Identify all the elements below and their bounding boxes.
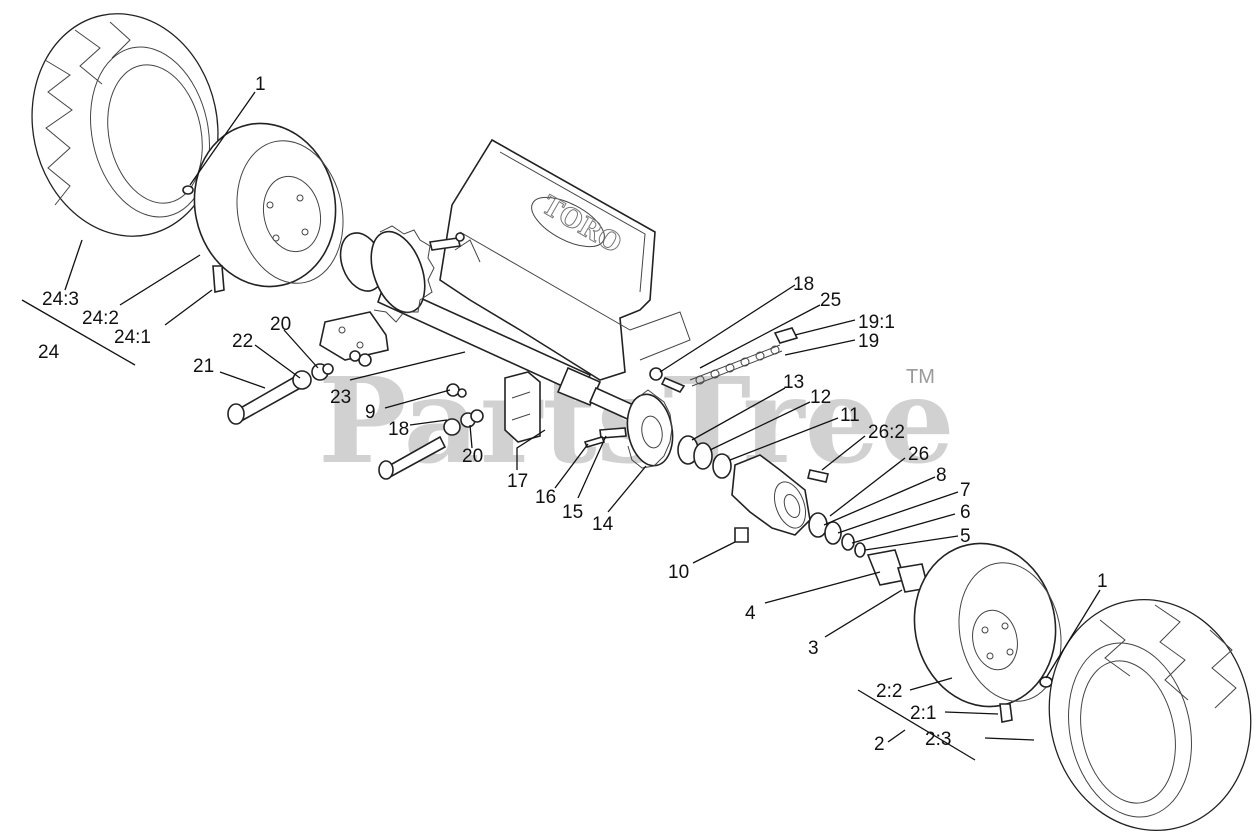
callout-2-3: 2:3: [925, 729, 951, 750]
link-19-1: [773, 327, 799, 344]
bolt-lower-head: [378, 460, 394, 480]
sprocket: [626, 389, 674, 469]
wheel-hub: [731, 454, 811, 536]
middle-bracket: [504, 371, 541, 443]
callout-22: 22: [232, 331, 253, 352]
left-nut: [358, 353, 372, 367]
callout-12: 12: [810, 387, 831, 408]
washer-18-right: [649, 367, 663, 381]
left-lug-bolt: [212, 265, 225, 293]
washer-20-inner: [322, 363, 334, 375]
bearing-12: [693, 442, 713, 470]
callout-9: 9: [365, 402, 376, 423]
callout-20-top: 20: [270, 314, 291, 335]
callout-16: 16: [535, 487, 556, 508]
leader-lines: [21, 91, 1101, 761]
callout-18-left: 18: [388, 419, 409, 440]
callout-24-1: 24:1: [114, 327, 151, 348]
left-tire: [31, 13, 219, 237]
washer-6: [841, 533, 855, 551]
callout-18-right: 18: [793, 274, 814, 295]
callout-3: 3: [808, 638, 819, 659]
callout-19: 19: [858, 331, 879, 352]
callout-13: 13: [783, 372, 804, 393]
drive-chain: [689, 344, 783, 387]
nut-18: [443, 418, 461, 436]
callout-6: 6: [960, 502, 971, 523]
callout-11: 11: [840, 405, 860, 426]
callout-1-left: 1: [255, 74, 266, 95]
stud-26-2: [807, 469, 829, 483]
callout-labels: 1 24:3 24:2 24:1 24 20 22 21 23 9 18 20 …: [38, 74, 1108, 755]
nut-5: [854, 542, 866, 558]
callout-26: 26: [908, 444, 929, 465]
callout-2-1: 2:1: [910, 703, 936, 724]
washer-20b: [470, 409, 484, 423]
callout-19-1: 19:1: [858, 312, 895, 333]
callout-14: 14: [592, 514, 614, 535]
callout-24-2: 24:2: [82, 308, 119, 329]
callout-26-2: 26:2: [868, 422, 905, 443]
left-bracket: [319, 311, 389, 361]
callout-2-2: 2:2: [876, 681, 902, 702]
right-rim: [913, 542, 1062, 708]
callout-25: 25: [820, 290, 841, 311]
callout-7: 7: [960, 480, 971, 501]
callout-24: 24: [38, 342, 60, 363]
callout-20-bottom: 20: [462, 446, 483, 467]
bolt-18-right: [660, 376, 686, 394]
left-valve-stem: [182, 185, 194, 195]
callout-4: 4: [745, 603, 756, 624]
spacer-22: [292, 370, 312, 390]
callout-17: 17: [507, 471, 528, 492]
key-15: [599, 427, 627, 439]
grease-fitting-10: [734, 527, 749, 543]
callout-5: 5: [960, 526, 971, 547]
callout-10: 10: [668, 562, 689, 583]
right-lug-bolt: [999, 703, 1013, 723]
left-washer-small: [349, 350, 361, 362]
callout-21: 21: [193, 356, 214, 377]
long-bolt-head: [227, 403, 245, 425]
callout-1-right: 1: [1097, 571, 1108, 592]
right-tire: [1048, 598, 1252, 832]
seal-11: [712, 453, 732, 479]
washer-9b: [457, 388, 467, 398]
trademark-mark: TM: [906, 366, 935, 388]
callout-23: 23: [330, 387, 351, 408]
right-valve-stem: [1039, 676, 1053, 688]
frame-panel: TORO: [439, 138, 691, 381]
left-rim: [193, 122, 344, 288]
bearing-7: [824, 521, 842, 545]
callout-8: 8: [936, 465, 947, 486]
callout-2: 2: [874, 734, 885, 755]
callout-24-3: 24:3: [42, 289, 79, 310]
callout-15: 15: [562, 502, 583, 523]
